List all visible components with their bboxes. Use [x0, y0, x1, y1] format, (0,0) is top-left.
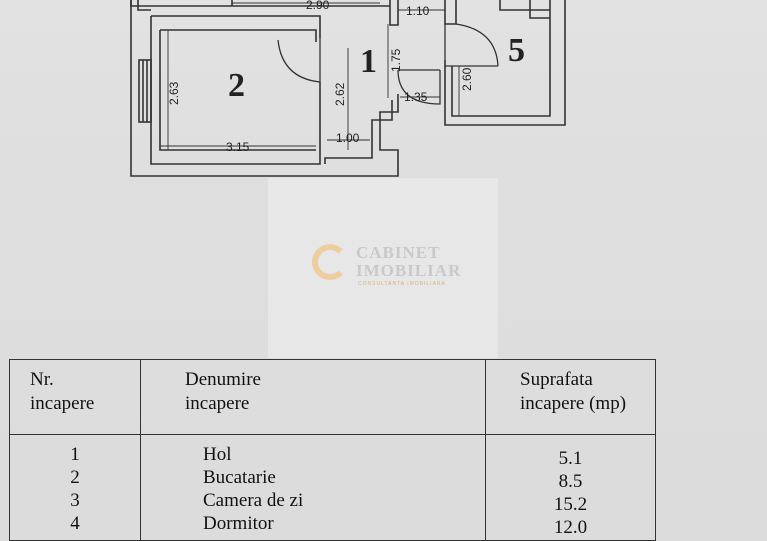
table-cell: 8.5 [558, 471, 583, 492]
header-name: Denumire incapere [140, 359, 486, 435]
dimension-label: 1.75 [389, 48, 403, 72]
floor-plan: 1 2 5 2.90 1.10 1.75 2.63 2.62 1.35 2.60… [130, 0, 566, 177]
dimension-label: 1.00 [336, 131, 360, 145]
header-area: Suprafata incapere (mp) [485, 359, 656, 435]
watermark-tagline: CONSULTANTA IMOBILIARA [358, 281, 446, 287]
dimension-label: 2.62 [333, 82, 347, 106]
watermark-panel [268, 178, 498, 358]
table-cell: 4 [70, 513, 80, 534]
room-number-5: 5 [508, 32, 525, 69]
watermark-line1: CABINET [356, 243, 441, 262]
table-cell: Dormitor [203, 513, 274, 534]
table-cell: 15.2 [553, 494, 588, 515]
table-cell: 2 [70, 467, 80, 488]
table-cell: Camera de zi [203, 490, 304, 511]
column-nr: 1 2 3 4 [9, 434, 141, 541]
dimension-label: 2.63 [167, 81, 181, 105]
logo-icon [312, 244, 348, 280]
table-cell: 5.1 [558, 448, 583, 469]
room-number-2: 2 [228, 67, 245, 104]
table-cell: 12.0 [553, 517, 588, 538]
watermark-text: CABINET IMOBILIAR [356, 244, 461, 280]
table-cell: Hol [203, 444, 232, 465]
dimension-label: 1.10 [406, 4, 430, 18]
watermark-line2: IMOBILIAR [356, 261, 462, 280]
table-cell: Bucatarie [203, 467, 276, 488]
dimension-label: 3.15 [226, 140, 250, 154]
table-header-row: Nr. incapere Denumire incapere Suprafata… [9, 359, 656, 435]
room-number-1: 1 [360, 43, 377, 80]
dimension-label: 2.60 [460, 67, 474, 91]
table-cell: 1 [70, 444, 80, 465]
table-body-row: 1 2 3 4 Hol Bucatarie Camera de zi Dormi… [9, 434, 656, 541]
rooms-table: Nr. incapere Denumire incapere Suprafata… [9, 359, 656, 541]
column-area: 5.1 8.5 15.2 12.0 [485, 434, 656, 541]
table-cell: 3 [70, 490, 80, 511]
column-name: Hol Bucatarie Camera de zi Dormitor [140, 434, 486, 541]
dimension-label: 2.90 [306, 0, 330, 12]
dimension-label: 1.35 [404, 90, 428, 104]
header-nr: Nr. incapere [9, 359, 141, 435]
